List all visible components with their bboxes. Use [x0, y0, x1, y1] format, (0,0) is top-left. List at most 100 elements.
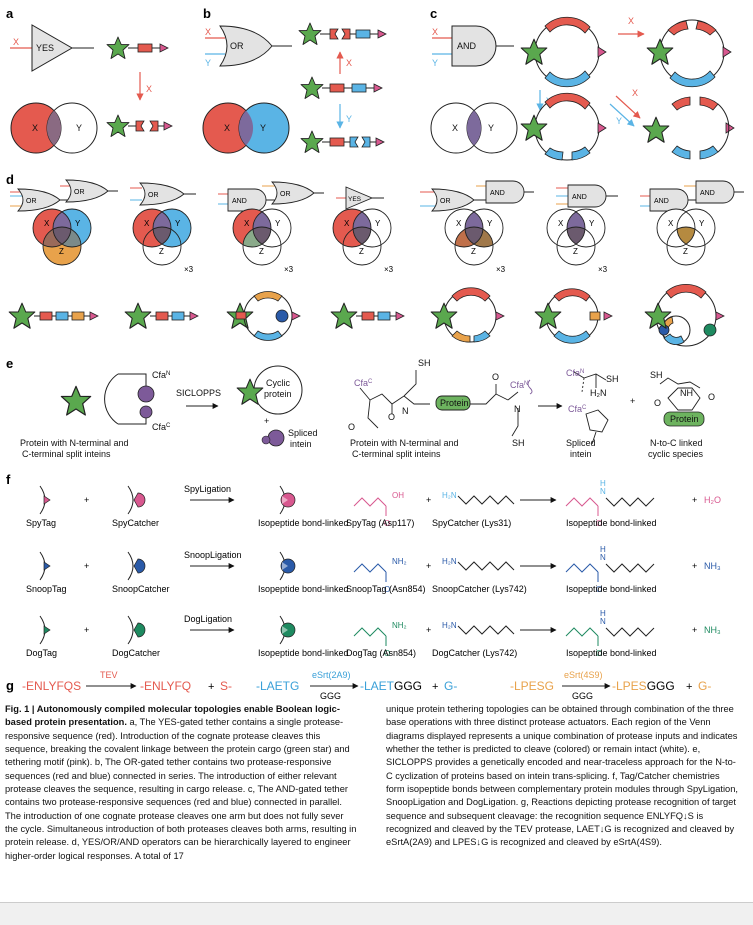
f-plus: +	[84, 495, 89, 505]
ligation-label: SpyLigation	[184, 484, 231, 494]
panel-c-label: c	[430, 6, 437, 21]
catcher-label: SpyCatcher	[112, 518, 159, 528]
d-construct-3	[226, 291, 301, 341]
gate-label: YES	[348, 196, 362, 203]
arrow-y-c2: Y	[616, 116, 622, 126]
chem-catcher-label: SpyCatcher (Lys31)	[432, 518, 511, 528]
venn-c-y: Y	[488, 123, 494, 133]
venn-set-label: Y	[589, 219, 595, 228]
yes-gate-label: YES	[36, 43, 54, 53]
panel-f-label: f	[6, 472, 11, 487]
venn-set-label: X	[558, 219, 564, 228]
chem-o-3: O	[348, 422, 355, 432]
tev-plus: +	[208, 681, 214, 693]
chem-n-1: N	[402, 406, 409, 416]
chem-nh-h: H	[600, 545, 606, 554]
cfa-n-chem: CfaN	[510, 380, 528, 390]
srt4s9-product: -LPESGGG	[612, 679, 675, 693]
srt4s9-plus: +	[686, 681, 692, 693]
or-construct-top	[298, 22, 387, 45]
srt2a9-cosub: GGG	[320, 691, 341, 700]
d-construct-7	[644, 283, 725, 347]
venn-set-label: Y	[275, 219, 281, 228]
panel-c: c X Y AND X Y X	[430, 6, 735, 161]
chem-h2n: H₂N	[442, 491, 457, 500]
venn-c-x: X	[452, 123, 458, 133]
chem-o: O	[384, 649, 390, 658]
panel-a-label: a	[6, 6, 14, 21]
venn-set-label: Y	[375, 219, 381, 228]
product-label: Isopeptide bond-linked	[258, 584, 349, 594]
and-gate	[451, 25, 497, 67]
e-chemistry	[359, 370, 533, 437]
arrow-x-b: X	[346, 58, 352, 68]
arrow-y-b: Y	[346, 114, 352, 124]
venn-set-label: X	[144, 219, 150, 228]
cfa-c-intein	[139, 405, 153, 419]
venn-a-y: Y	[76, 123, 82, 133]
chem-plus: +	[426, 495, 431, 505]
chem-h2n: H₂N	[442, 557, 457, 566]
spliced-intein-1: Spliced	[566, 438, 596, 448]
e-plus-2: +	[630, 396, 635, 406]
gate-label: AND	[700, 190, 715, 197]
tev-product: -ENLYFQ	[140, 679, 191, 693]
cyclic-product: Cyclic protein + Spliced intein	[236, 365, 318, 449]
panel-b: b X Y OR X Y X	[202, 6, 387, 154]
chem-plus-2: +	[692, 625, 697, 635]
panel-a: a X YES X X Y	[6, 6, 173, 154]
chem-nh-n: N	[600, 617, 606, 626]
venn-set-label: Z	[159, 247, 164, 256]
panel-b-label: b	[203, 6, 211, 21]
catcher-label: DogCatcher	[112, 648, 160, 658]
venn-set-label: Z	[259, 247, 264, 256]
spliced-intein-2: intein	[570, 449, 592, 459]
chem-nh: NH	[680, 388, 693, 398]
e-left-caption-1: Protein with N-terminal and	[20, 438, 129, 448]
gate-label: OR	[440, 198, 451, 205]
panel-e: e CfaN CfaC Protein with N-terminal and …	[6, 356, 715, 459]
or-construct-bottom	[300, 130, 385, 153]
tag-group: OH	[392, 491, 404, 500]
venn-b-x: X	[224, 123, 230, 133]
venn-multiplier: ×3	[284, 265, 294, 274]
arrow-x-a: X	[146, 84, 152, 94]
yes-gate-small	[345, 186, 374, 210]
and-input-y: Y	[432, 58, 438, 68]
chem-nh-h: H	[600, 609, 606, 618]
byproduct: NH₃	[704, 625, 721, 635]
pink-tether-icon	[159, 43, 169, 53]
panel-d-constructs	[8, 283, 725, 347]
chem-o-prod: O	[596, 649, 602, 658]
srt2a9-fragment: G-	[444, 679, 457, 693]
chem-product-label: Isopeptide bond-linked	[566, 648, 657, 658]
venn-set-label: Z	[471, 247, 476, 256]
chem-tag-label: SpyTag (Asp117)	[346, 518, 414, 528]
or-gate-label: OR	[230, 41, 244, 51]
or-input-x: X	[205, 27, 211, 37]
d-construct-1	[8, 302, 99, 329]
tag-icon	[43, 625, 51, 635]
caption-right-text: unique protein tethering topologies can …	[386, 704, 738, 848]
tev-fragment: S-	[220, 679, 232, 693]
catcher-label: SnoopCatcher	[112, 584, 170, 594]
tag-group: NH₂	[392, 621, 407, 630]
chem-sh-4: SH	[650, 370, 663, 380]
gate-label: AND	[232, 198, 247, 205]
and-ring-intact	[520, 16, 607, 88]
and-gate-small	[695, 180, 735, 204]
srt2a9-substrate: -LAETG	[256, 679, 299, 693]
chem-product-label: Isopeptide bond-linked	[566, 584, 657, 594]
f-plus: +	[84, 561, 89, 571]
tev-enzyme: TEV	[100, 670, 118, 680]
tag-label: SnoopTag	[26, 584, 67, 594]
caption-left-text: a, The YES-gated tether contains a singl…	[5, 717, 357, 861]
intein-precursor: CfaN CfaC Protein with N-terminal and C-…	[20, 370, 171, 459]
